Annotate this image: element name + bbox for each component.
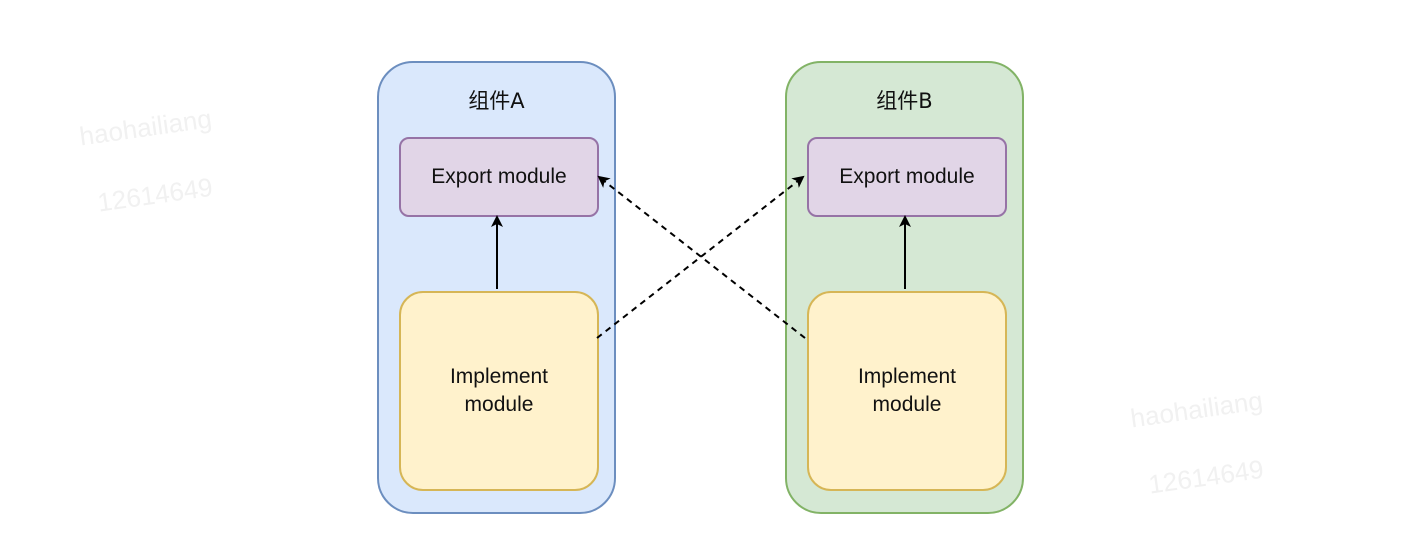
export-module-label: Export module xyxy=(431,165,567,188)
component-b-export-module: Export module xyxy=(807,137,1007,217)
implement-label-line2: module xyxy=(464,393,534,416)
component-b-title: 组件B xyxy=(876,89,933,113)
implement-label-line1: Implement xyxy=(857,365,957,388)
edge-b-implement-to-a-export xyxy=(597,175,806,339)
export-module-label: Export module xyxy=(839,165,975,188)
component-b-container: 组件B Export module Implement module xyxy=(785,61,1024,514)
implement-label-line1: Implement xyxy=(449,365,549,388)
implement-module-label: Implement module xyxy=(450,363,548,419)
implement-label-line2: module xyxy=(872,393,942,416)
component-a-title: 组件A xyxy=(468,89,525,113)
implement-module-label: Implement module xyxy=(858,363,956,419)
edge-a-implement-to-b-export xyxy=(596,175,805,339)
component-a-implement-module: Implement module xyxy=(399,291,599,491)
component-b-implement-module: Implement module xyxy=(807,291,1007,491)
